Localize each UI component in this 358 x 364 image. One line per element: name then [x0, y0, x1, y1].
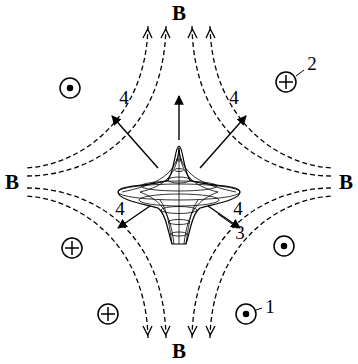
callout-number: 2 — [307, 54, 317, 73]
callout-number: 1 — [265, 297, 275, 316]
field-label: B — [172, 3, 186, 24]
plasma-shape — [118, 146, 240, 244]
field-label: B — [339, 172, 353, 193]
callout-number: 4 — [229, 88, 239, 107]
field-line — [26, 188, 170, 338]
field-label: B — [172, 341, 186, 362]
callout-number: 4 — [115, 199, 125, 218]
callout-number: 4 — [119, 88, 129, 107]
current-symbols — [60, 72, 296, 324]
field-line — [188, 26, 332, 176]
field-line — [26, 26, 170, 176]
flow-arrows — [112, 96, 246, 228]
field-line — [188, 188, 332, 338]
callout-number: 4 — [233, 199, 243, 218]
callout-number: 3 — [235, 223, 245, 242]
leader-lines — [218, 70, 304, 310]
field-label: B — [5, 172, 19, 193]
